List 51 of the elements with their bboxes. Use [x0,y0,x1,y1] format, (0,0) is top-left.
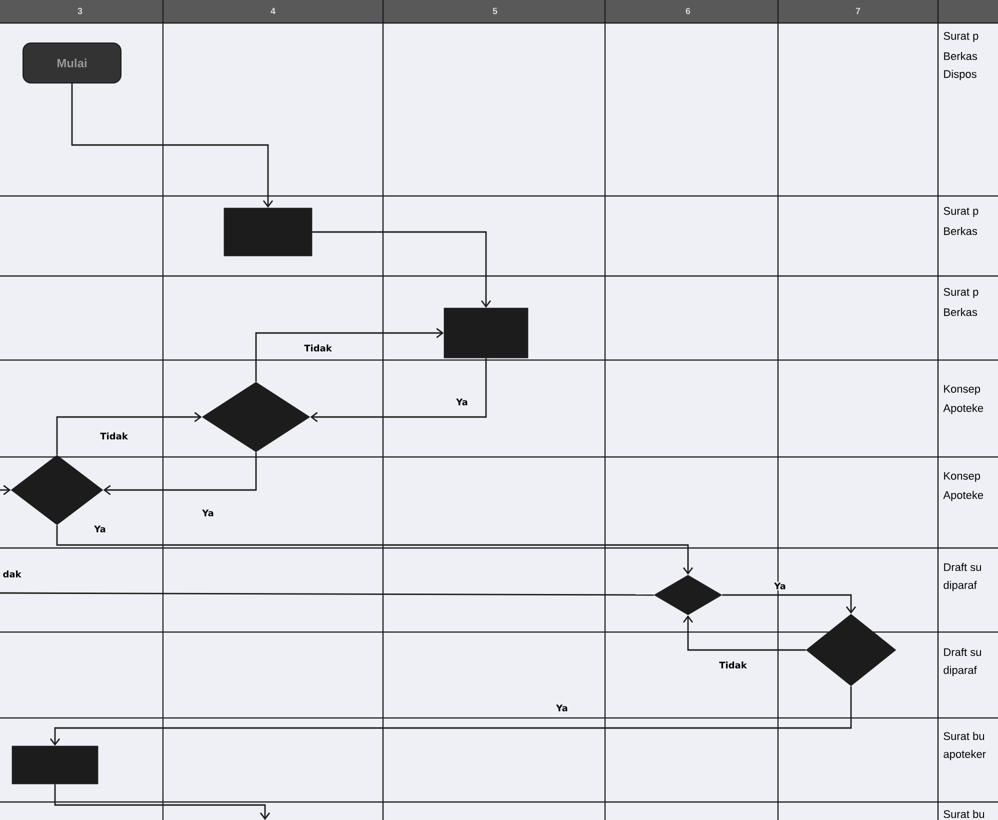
process-box [12,746,98,784]
edge-label: Ya [555,704,569,712]
cell-text: Dispos [944,70,976,80]
process-box [224,208,312,256]
decision-diamond [806,614,896,686]
cell-text: apoteker [944,750,986,760]
arrow [682,615,806,651]
cell-text: Draft su [944,562,981,572]
arrow [312,231,492,308]
cell-text: Berkas [944,308,978,316]
edge-label: Ya [773,582,787,590]
cell-text: Konsep [944,472,980,482]
edge-label: Tidak [99,432,129,440]
decision-diamond [10,454,104,526]
cell-text: Surat p [944,32,978,42]
arrow [56,412,202,455]
edge-label: Ya [455,398,469,406]
cell-text: Surat bu [944,732,984,740]
cell-text: Surat bu [944,810,984,818]
arrow [310,358,487,422]
decision-diamond [654,574,722,616]
arrow [103,452,257,496]
edge-label: Ya [93,524,107,534]
cell-text: diparaf [944,580,977,592]
arrow [255,328,444,382]
cell-text: Surat p [944,207,978,217]
cell-text: Konsep [944,385,980,395]
cell-text: Berkas [944,226,978,236]
cell-text: Apoteke [943,490,984,502]
cell-text: Apoteke [943,404,984,414]
column-number: 7 [856,8,860,14]
arrow [50,686,852,746]
arrow [56,525,694,575]
edge-label: Tidak [303,344,333,352]
decision-diamond [202,382,310,452]
cell-text: Surat p [944,288,978,298]
edge-label: Ya [201,508,215,518]
column-number: 6 [686,8,690,14]
arrow [71,84,274,208]
edge-label: dak [2,570,22,578]
start-terminator: Mulai [22,42,122,84]
arrow [54,784,270,820]
column-number: 3 [78,8,82,14]
process-box [444,308,528,358]
arrow [722,594,856,614]
cell-text: Berkas [944,52,978,60]
cell-text: Draft su [944,648,981,656]
column-number: 4 [270,8,276,14]
cell-text: diparaf [944,666,977,676]
column-number: 5 [492,8,498,14]
edge-label: Tidak [718,660,748,670]
